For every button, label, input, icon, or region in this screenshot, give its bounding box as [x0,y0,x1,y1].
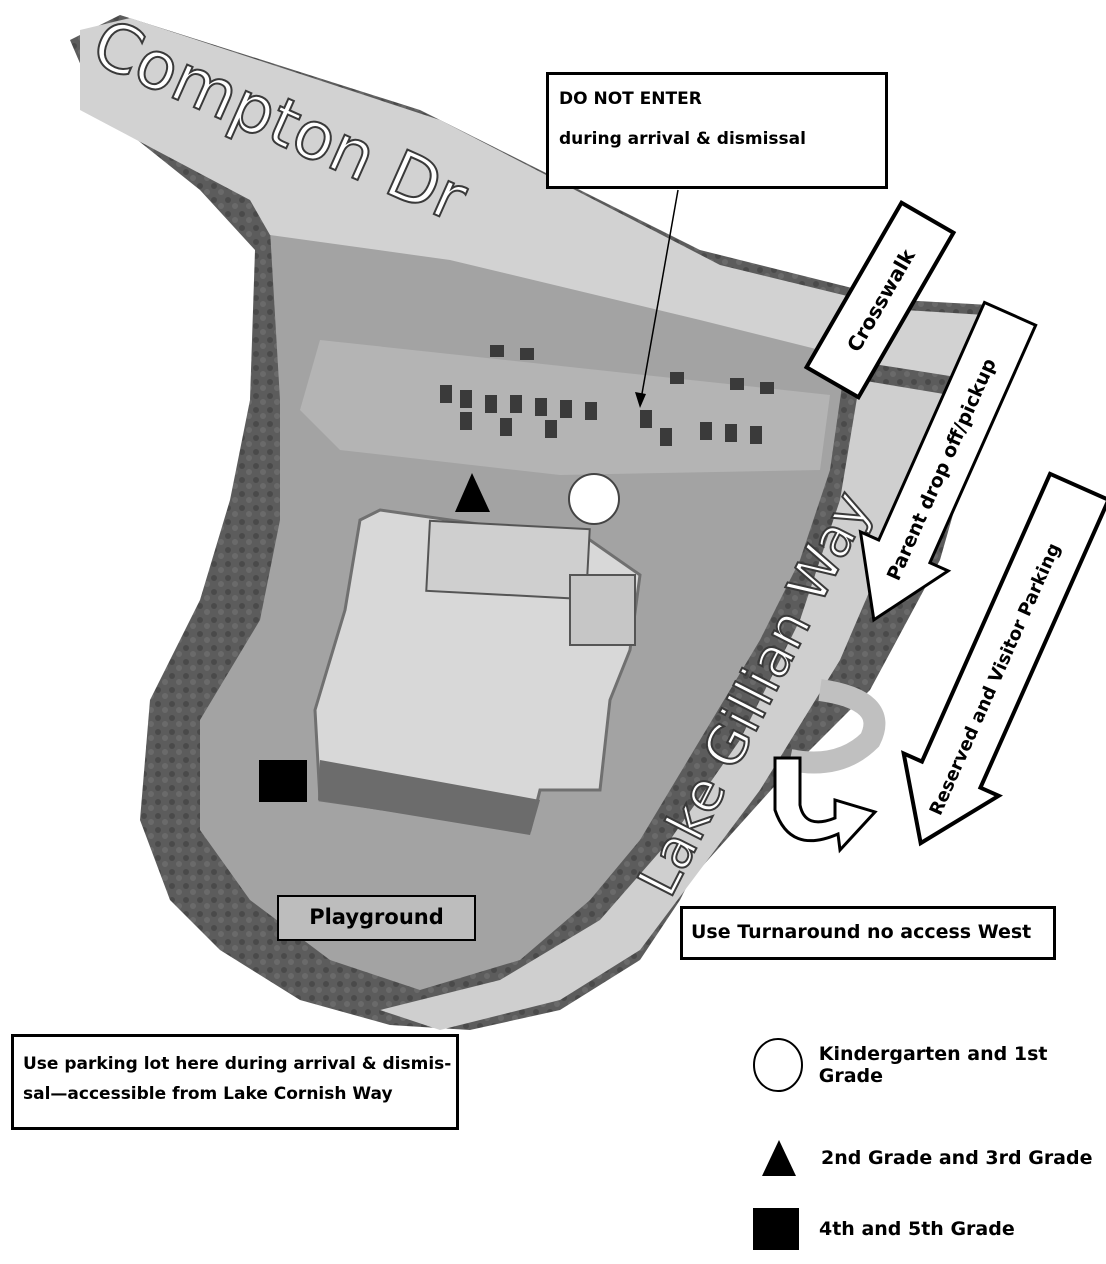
legend-circle-icon [753,1038,803,1092]
legend-triangle-icon [762,1140,796,1176]
parked-cars [440,345,774,446]
do-not-enter-subtitle: during arrival & dismissal [559,129,806,149]
turnaround-loop [787,679,886,774]
marker-4th-5th-grade-square [259,760,307,802]
do-not-enter-leader-arrowhead [635,392,646,408]
do-not-enter-box: DO NOT ENTER during arrival & dismissal [546,72,888,189]
legend-item-2nd-3rd: 2nd Grade and 3rd Grade [760,1138,1093,1178]
parking-lot-note-box: Use parking lot here during arrival & di… [11,1034,459,1130]
legend-label-kindergarten-1st: Kindergarten and 1st Grade [818,1043,1048,1087]
parking-lot-note-line2: sal—accessible from Lake Cornish Way [23,1084,393,1104]
legend-label-2nd-3rd: 2nd Grade and 3rd Grade [821,1147,1093,1169]
do-not-enter-leader-line [639,189,679,406]
playground-label: Playground [309,905,444,929]
reserved-parking-label: Reserved and Visitor Parking [926,540,1065,818]
lake-gillian-way-road [380,380,950,1030]
marker-2nd-3rd-grade-triangle [455,473,490,512]
legend-item-kindergarten-1st: Kindergarten and 1st Grade [752,1036,1106,1094]
turnaround-label: Use Turnaround no access West [691,921,1032,943]
legend-item-4th-5th: 4th and 5th Grade [753,1206,1015,1252]
legend-square-icon [753,1208,799,1250]
u-turn-arrow [773,756,878,854]
playground-box: Playground [277,895,476,941]
legend-label-4th-5th: 4th and 5th Grade [819,1218,1015,1240]
turnaround-box: Use Turnaround no access West [680,906,1056,960]
parking-lot-note-line1: Use parking lot here during arrival & di… [23,1054,452,1074]
marker-kindergarten-1st-grade-circle [568,473,620,525]
do-not-enter-title: DO NOT ENTER [559,89,702,109]
school-building [313,508,642,835]
compton-dr-road [80,18,985,380]
